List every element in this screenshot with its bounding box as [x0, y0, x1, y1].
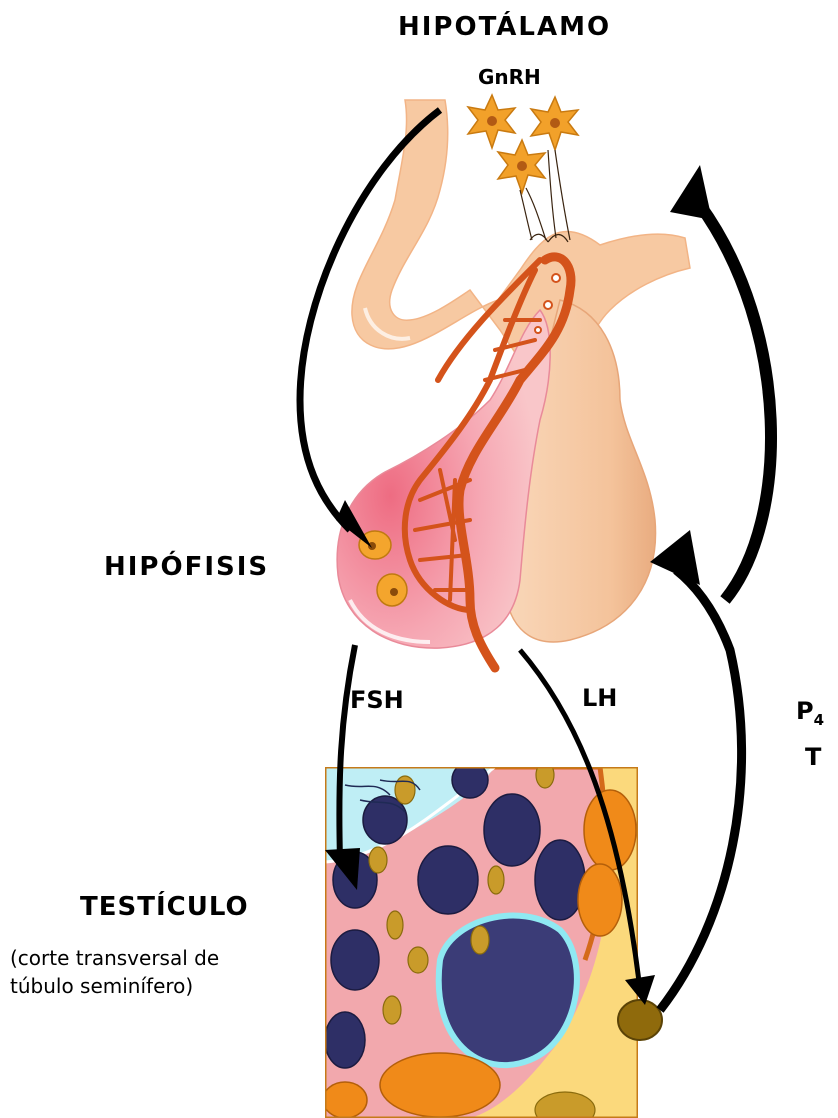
gnrh-label: GnRH — [478, 65, 541, 89]
p4-label: P4 — [796, 697, 824, 729]
testis-label: TESTÍCULO — [80, 892, 249, 922]
testis-note-line2: túbulo seminífero) — [10, 973, 193, 1000]
hypothalamus-label: HIPOTÁLAMO — [398, 12, 611, 42]
testis-section — [323, 762, 638, 1118]
pituitary-label: HIPÓFISIS — [104, 552, 269, 582]
p4-main: P — [796, 697, 814, 725]
gnrh-neurons — [468, 95, 578, 193]
testis-note-line1: (corte transversal de — [10, 945, 219, 972]
p4-subscript: 4 — [814, 711, 824, 729]
lh-label: LH — [582, 684, 617, 712]
fsh-label: FSH — [350, 686, 404, 714]
t-label: T — [805, 743, 821, 771]
leydig-cell — [618, 1000, 662, 1040]
